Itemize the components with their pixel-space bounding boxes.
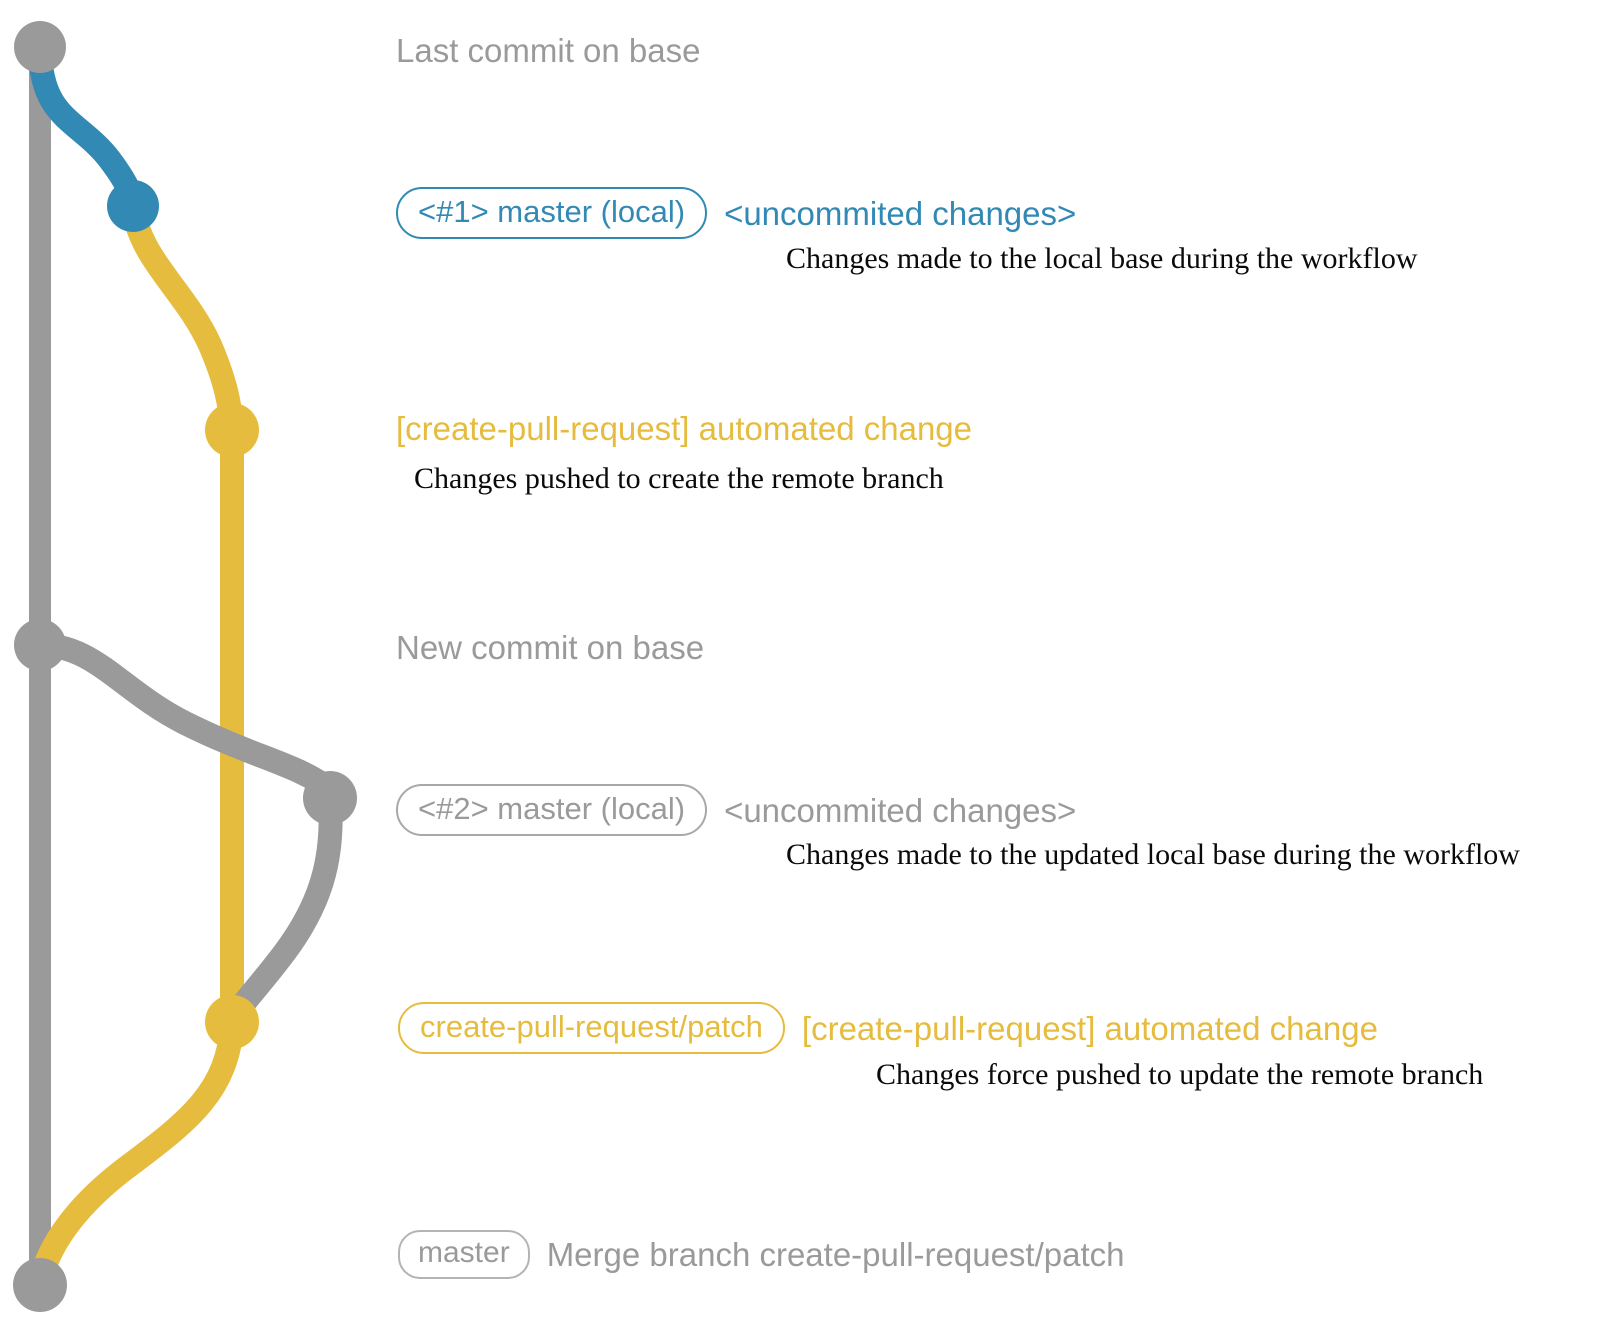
edge-basenew-to-local2 [28,633,342,802]
commit-subject-merge: Merge branch create-pull-request/patch [546,1236,1125,1273]
commit-row-local-2: <#2> master (local) <uncommited changes> [396,784,1076,836]
commit-node-patch-2[interactable] [205,995,259,1049]
commit-subject-base-new: New commit on base [396,629,705,666]
commit-row-merge: master Merge branch create-pull-request/… [398,1230,1125,1279]
commit-node-local-1[interactable] [107,180,159,232]
commit-subject-patch-1: [create-pull-request] automated change [396,410,973,447]
edge-patch2-to-merge [30,1012,244,1287]
commit-note-local-1: Changes made to the local base during th… [786,242,1418,275]
commit-note-patch-2: Changes force pushed to update the remot… [876,1058,1484,1091]
branch-ref-local-2[interactable]: <#2> master (local) [396,784,708,836]
commit-row-patch-2: create-pull-request/patch [create-pull-r… [398,1002,1378,1054]
commit-row-patch-1: [create-pull-request] automated change [396,412,972,445]
commit-row-local-1: <#1> master (local) <uncommited changes> [396,187,1076,239]
commit-subject-local-2: <uncommited changes> [724,791,1077,829]
commit-node-local-2[interactable] [303,771,357,825]
commit-row-base-last: Last commit on base [396,34,700,67]
commit-node-merge[interactable] [13,1258,67,1312]
commit-note-local-2: Changes made to the updated local base d… [786,838,1520,871]
branch-ref-master[interactable]: master [398,1230,530,1279]
commit-node-base-new[interactable] [14,619,66,671]
commit-node-patch-1[interactable] [205,403,259,457]
commit-subject-local-1: <uncommited changes> [724,194,1077,232]
commit-subject-patch-2: [create-pull-request] automated change [801,1009,1378,1047]
branch-ref-local-1[interactable]: <#1> master (local) [396,187,708,239]
commit-row-base-new: New commit on base [396,631,704,664]
commit-node-base-last[interactable] [14,21,66,73]
branch-ref-patch-2[interactable]: create-pull-request/patch [398,1002,785,1054]
commit-subject-base-last: Last commit on base [396,32,701,69]
commit-note-patch-1: Changes pushed to create the remote bran… [414,462,944,495]
